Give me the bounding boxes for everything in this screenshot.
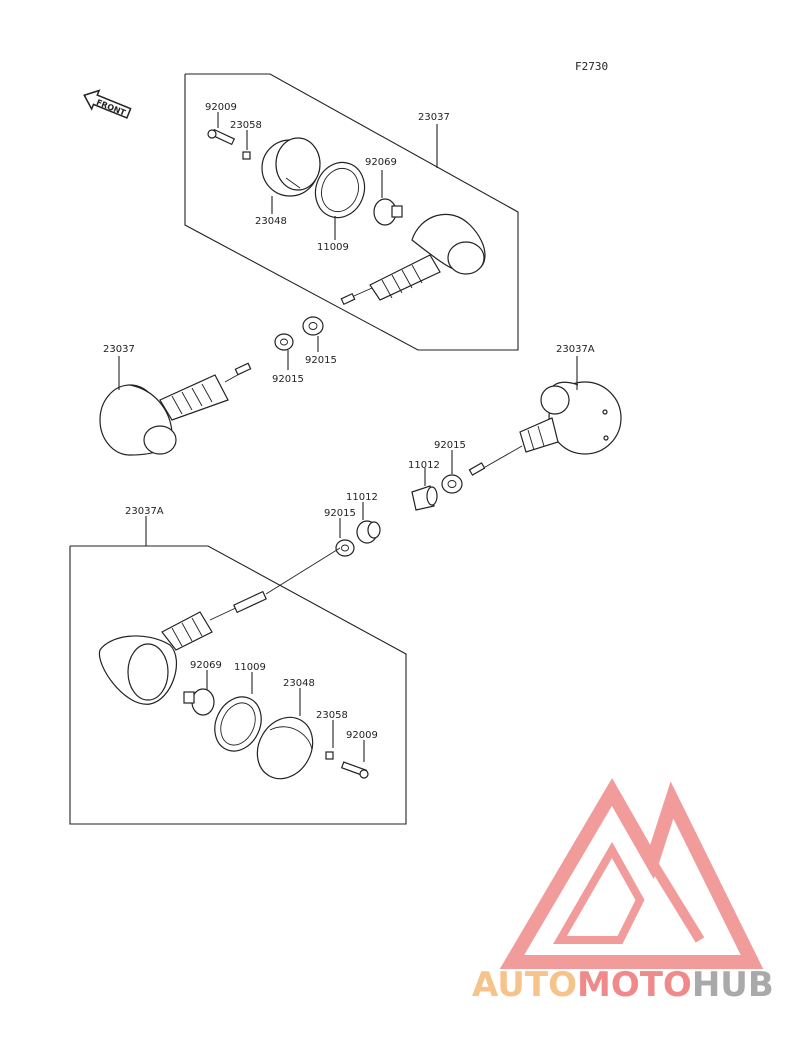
gasket-11009-bottom (214, 696, 262, 752)
nut-92015-a (302, 316, 324, 336)
label-92009-top: 92009 (205, 102, 237, 113)
bulb-92069-bottom (183, 688, 215, 716)
wordmark-hub: HUB (692, 965, 774, 1005)
front-arrow: FRONT (83, 89, 132, 119)
label-92015-b: 92015 (272, 374, 304, 385)
label-11009-bottom: 11009 (234, 662, 266, 673)
label-23037A-bottom: 23037A (125, 506, 164, 517)
turn-signal-23037A-bottom (98, 547, 341, 705)
screw-92009-bottom (340, 761, 369, 779)
bottom-assembly-outline (69, 545, 407, 825)
label-23037A-right: 23037A (556, 344, 595, 355)
lens-housing-23048-top (261, 137, 321, 197)
label-11012-a: 11012 (408, 460, 440, 471)
wordmark-moto: MOTO (577, 965, 692, 1005)
gasket-11009-top (314, 161, 366, 219)
label-23048-bottom: 23048 (283, 678, 315, 689)
nut-92015-c (441, 474, 463, 494)
screw-92009-top (207, 128, 236, 146)
grommet-11012-b (356, 520, 381, 544)
wordmark-auto: AUTO (472, 965, 577, 1005)
top-assembly-outline (184, 73, 519, 351)
label-92015-a: 92015 (305, 355, 337, 366)
label-23058-top: 23058 (230, 120, 262, 131)
label-23037-top: 23037 (418, 112, 450, 123)
label-92015-c: 92015 (434, 440, 466, 451)
reference-code: F2730 (575, 60, 608, 73)
nut-23058-top (242, 151, 251, 160)
nut-92015-b (274, 333, 294, 351)
label-92069-top: 92069 (365, 157, 397, 168)
nut-92015-d (335, 539, 355, 557)
label-92015-d: 92015 (324, 508, 356, 519)
turn-signal-23037-top (340, 213, 486, 306)
turn-signal-23037A-right (468, 381, 622, 476)
label-23048-top: 23048 (255, 216, 287, 227)
grommet-11012-a (411, 485, 438, 511)
automotohub-wordmark: AUTOMOTOHUB (472, 965, 774, 1005)
label-23037-left: 23037 (103, 344, 135, 355)
lens-housing-23048-bottom (256, 716, 314, 780)
bulb-92069-top (373, 198, 403, 226)
label-11012-b: 11012 (346, 492, 378, 503)
label-23058-bottom: 23058 (316, 710, 348, 721)
automotohub-logo (499, 778, 764, 969)
turn-signal-23037-left (99, 362, 252, 456)
label-92069-bottom: 92069 (190, 660, 222, 671)
label-11009-top: 11009 (317, 242, 349, 253)
label-92009-bottom: 92009 (346, 730, 378, 741)
nut-23058-bottom (325, 751, 334, 760)
